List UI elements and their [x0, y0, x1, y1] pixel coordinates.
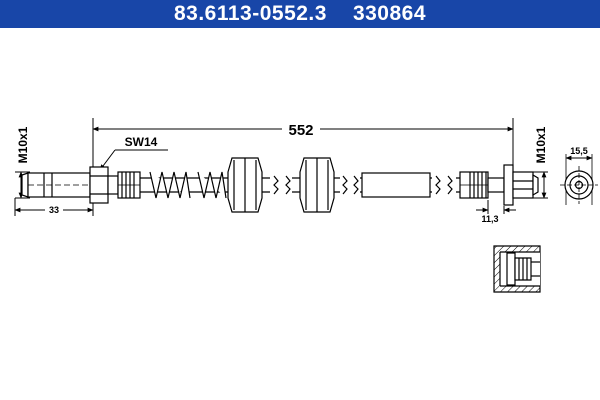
grommet-left: [227, 157, 263, 213]
wrench-size-callout: SW14: [99, 135, 168, 171]
title-banner: 83.6113-0552.3 330864: [0, 0, 600, 28]
part-number: 83.6113-0552.3: [173, 2, 327, 25]
port-seat-detail: [493, 245, 541, 293]
spring-guard-middle: [197, 171, 227, 199]
fitting-diameter-label: 15,5: [570, 146, 588, 156]
brake-hose-drawing: 552 M10x1 33 SW14: [14, 118, 598, 293]
break-mark-left: [270, 175, 292, 195]
length-label: 552: [288, 122, 313, 139]
break-mark-middle: [340, 175, 360, 195]
grommet-right: [299, 157, 335, 213]
right-thread-label: M10x1: [534, 126, 548, 163]
protective-sleeve: [361, 172, 431, 198]
wrench-size-label: SW14: [125, 135, 158, 149]
left-fitting: [21, 166, 141, 204]
right-thread-dimension: M10x1: [533, 126, 548, 199]
left-offset-dimension: 33: [14, 198, 94, 216]
right-flange-label: 11,3: [481, 214, 498, 224]
spring-guard-left: [149, 171, 191, 199]
left-thread-label: M10x1: [16, 126, 30, 163]
fitting-end-view: 15,5: [560, 146, 598, 205]
length-dimension: 552: [92, 118, 514, 178]
right-flange-dimension: 11,3: [476, 200, 516, 224]
left-thread-dimension: M10x1: [15, 126, 30, 199]
break-mark-right: [432, 175, 456, 195]
left-offset-label: 33: [49, 205, 59, 215]
reference-number: 330864: [352, 2, 427, 25]
right-fitting: [459, 164, 539, 206]
